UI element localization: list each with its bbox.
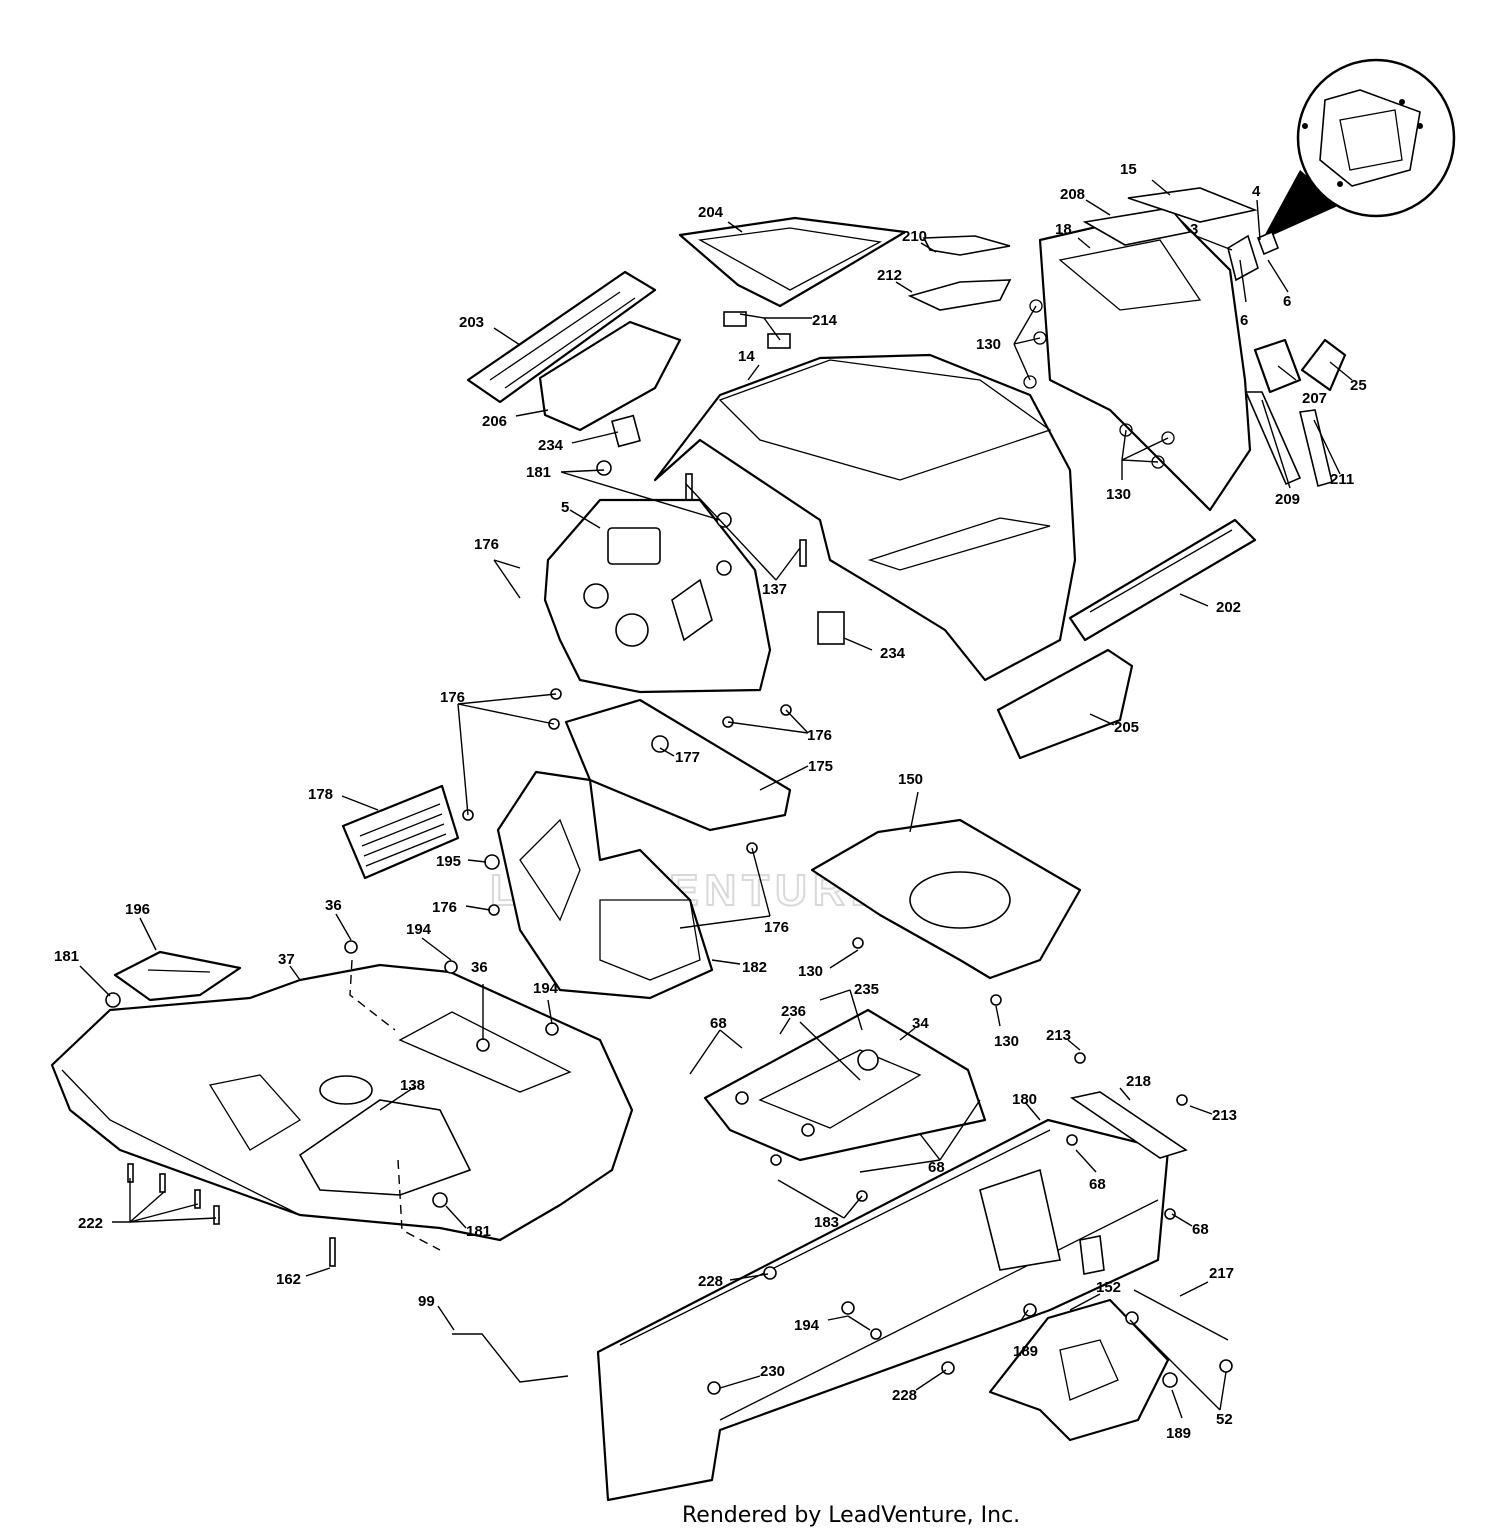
footrest-150 — [810, 818, 1082, 980]
callout-195: 195 — [436, 853, 461, 870]
callout-3: 3 — [1190, 221, 1198, 238]
callout-36a: 36 — [325, 897, 342, 914]
callout-213a: 213 — [1046, 1027, 1071, 1044]
callout-213b: 213 — [1212, 1107, 1237, 1124]
callout-68d: 68 — [1192, 1221, 1209, 1238]
callout-68a: 68 — [710, 1015, 727, 1032]
mounting-plate-34 — [703, 1008, 987, 1162]
hood-assembly — [466, 187, 1347, 760]
callout-214: 214 — [812, 312, 838, 329]
callout-206: 206 — [482, 413, 507, 430]
callout-194b: 194 — [533, 980, 559, 997]
callout-175: 175 — [808, 758, 833, 775]
leader-lines — [79, 179, 1353, 1419]
callout-15: 15 — [1120, 161, 1137, 178]
callout-68b: 68 — [1089, 1176, 1106, 1193]
callout-36b: 36 — [471, 959, 488, 976]
callout-230: 230 — [760, 1363, 785, 1380]
callout-176b: 176 — [440, 689, 465, 706]
callout-205: 205 — [1114, 719, 1139, 736]
callout-217: 217 — [1209, 1265, 1234, 1282]
callout-183: 183 — [814, 1214, 839, 1231]
callout-150: 150 — [898, 771, 923, 788]
callout-234a: 234 — [538, 437, 564, 454]
callout-236: 236 — [781, 1003, 806, 1020]
callout-189b: 189 — [1166, 1425, 1191, 1442]
callout-194a: 194 — [406, 921, 432, 938]
callout-162: 162 — [276, 1271, 301, 1288]
footer-credit: Rendered by LeadVenture, Inc. — [682, 1503, 1020, 1528]
frame-180 — [452, 937, 1233, 1502]
callout-137: 137 — [762, 581, 787, 598]
callout-138: 138 — [400, 1077, 425, 1094]
callout-14: 14 — [738, 348, 755, 365]
callout-202: 202 — [1216, 599, 1241, 616]
callout-182: 182 — [742, 959, 767, 976]
callout-130a: 130 — [976, 336, 1001, 353]
callout-203: 203 — [459, 314, 484, 331]
callout-68c: 68 — [928, 1159, 945, 1176]
callout-6a: 6 — [1283, 293, 1291, 310]
callout-208: 208 — [1060, 186, 1085, 203]
callout-189a: 189 — [1013, 1343, 1038, 1360]
callout-34: 34 — [912, 1015, 929, 1032]
callout-labels: 15 208 4 3 18 6 6 204 210 212 214 203 13… — [54, 161, 1367, 1442]
dash-panel — [543, 460, 772, 694]
pedestal-assembly — [341, 688, 792, 1000]
callout-177: 177 — [675, 749, 700, 766]
fender-37 — [50, 940, 634, 1267]
callout-234b: 234 — [880, 645, 906, 662]
callout-178: 178 — [308, 786, 333, 803]
callout-152: 152 — [1096, 1279, 1121, 1296]
callout-180: 180 — [1012, 1091, 1037, 1108]
callout-181c: 181 — [466, 1223, 491, 1240]
callout-210: 210 — [902, 228, 927, 245]
callout-176c: 176 — [807, 727, 832, 744]
callout-176a: 176 — [474, 536, 499, 553]
callout-228b: 228 — [892, 1387, 917, 1404]
callout-181b: 181 — [54, 948, 79, 965]
callout-212: 212 — [877, 267, 902, 284]
callout-196: 196 — [125, 901, 150, 918]
callout-228a: 228 — [698, 1273, 723, 1290]
callout-181a: 181 — [526, 464, 551, 481]
callout-209: 209 — [1275, 491, 1300, 508]
callout-25: 25 — [1350, 377, 1367, 394]
callout-211: 211 — [1330, 471, 1354, 488]
callout-37: 37 — [278, 951, 295, 968]
callout-4: 4 — [1252, 183, 1261, 200]
callout-5: 5 — [561, 499, 569, 516]
callout-218: 218 — [1126, 1073, 1151, 1090]
callout-52: 52 — [1216, 1411, 1233, 1428]
callout-99: 99 — [418, 1293, 435, 1310]
callout-207: 207 — [1302, 390, 1327, 407]
callout-204: 204 — [698, 204, 724, 221]
callout-130d: 130 — [994, 1033, 1019, 1050]
callout-194c: 194 — [794, 1317, 820, 1334]
callout-18: 18 — [1055, 221, 1072, 238]
callout-176e: 176 — [764, 919, 789, 936]
callout-235: 235 — [854, 981, 879, 998]
detail-magnifier — [1262, 58, 1456, 240]
callout-130b: 130 — [1106, 486, 1131, 503]
callout-6b: 6 — [1240, 312, 1248, 329]
callout-176d: 176 — [432, 899, 457, 916]
callout-222: 222 — [78, 1215, 103, 1232]
callout-130c: 130 — [798, 963, 823, 980]
